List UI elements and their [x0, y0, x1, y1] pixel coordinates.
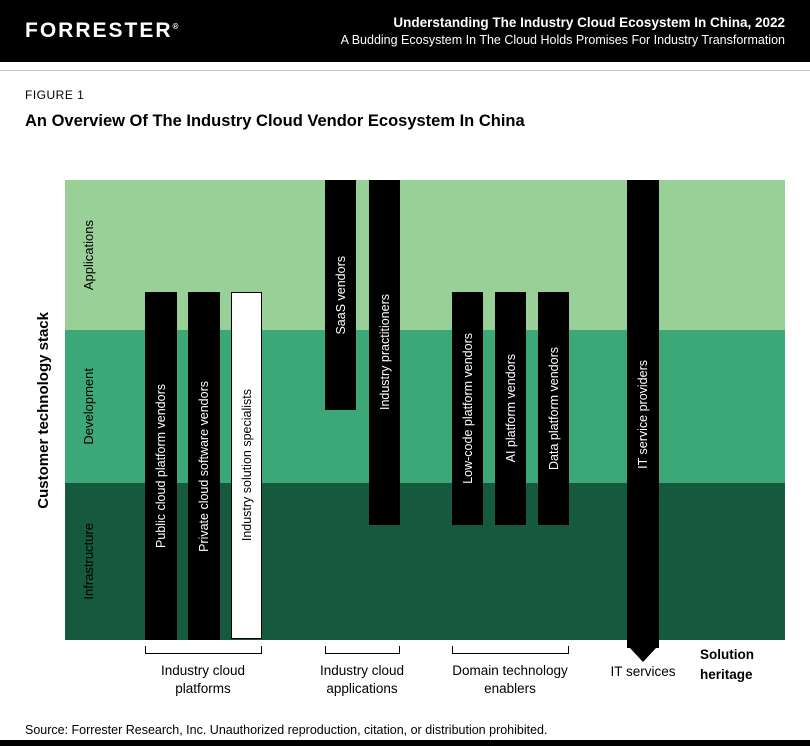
bar-label: Data platform vendors — [546, 347, 561, 470]
bottom-bar — [0, 740, 810, 746]
report-subtitle: A Budding Ecosystem In The Cloud Holds P… — [340, 33, 785, 47]
band-label-development: Development — [76, 330, 100, 483]
bar-private-cloud-software-vendors: Private cloud software vendors — [188, 292, 220, 640]
bar-label: Industry practitioners — [377, 294, 392, 411]
group-label-industry-cloud-applications: Industry cloud applications — [319, 663, 405, 697]
band-label-applications: Applications — [76, 180, 100, 330]
bar-public-cloud-platform-vendors: Public cloud platform vendors — [145, 292, 177, 640]
band-label-infrastructure: Infrastructure — [76, 483, 100, 640]
band-applications — [65, 180, 785, 330]
bar-label: Public cloud platform vendors — [154, 384, 168, 548]
figure-title: An Overview Of The Industry Cloud Vendor… — [25, 112, 525, 130]
bar-industry-solution-specialists: Industry solution specialists — [231, 292, 262, 639]
bar-ai-platform-vendors: AI platform vendors — [495, 292, 526, 525]
stack-diagram — [65, 180, 785, 640]
bar-saas-vendors: SaaS vendors — [325, 180, 356, 410]
figure-label: FIGURE 1 — [25, 88, 85, 102]
bar-low-code-platform-vendors: Low-code platform vendors — [452, 292, 483, 525]
bracket-industry-cloud-applications — [325, 646, 400, 654]
source-note: Source: Forrester Research, Inc. Unautho… — [25, 723, 548, 737]
bar-label: IT service providers — [636, 359, 650, 469]
header-divider — [0, 70, 810, 71]
down-arrow-icon — [630, 648, 656, 662]
band-label-text: Infrastructure — [80, 523, 96, 600]
bracket-domain-technology-enablers — [452, 646, 569, 654]
bar-data-platform-vendors: Data platform vendors — [538, 292, 569, 525]
solution-heritage-label: Solution heritage — [700, 647, 754, 682]
bar-industry-practitioners: Industry practitioners — [369, 180, 400, 525]
registered-trademark-mark: ® — [172, 22, 179, 31]
y-axis-label-text: Customer technology stack — [34, 311, 52, 509]
band-label-text: Applications — [80, 219, 96, 291]
bar-label: AI platform vendors — [503, 354, 518, 463]
it-services-label: IT services — [610, 664, 676, 679]
report-title: Understanding The Industry Cloud Ecosyst… — [393, 15, 785, 30]
band-infrastructure — [65, 483, 785, 640]
bracket-industry-cloud-platforms — [145, 646, 262, 654]
band-label-text: Development — [80, 368, 96, 445]
forrester-logo: FORRESTER® — [25, 19, 178, 43]
group-label-industry-cloud-platforms: Industry cloud platforms — [160, 663, 246, 697]
band-development — [65, 330, 785, 483]
bar-label: SaaS vendors — [333, 255, 348, 335]
y-axis-label: Customer technology stack — [30, 180, 56, 640]
group-label-domain-technology-enablers: Domain technology enablers — [452, 663, 568, 697]
bar-label: Private cloud software vendors — [197, 380, 211, 552]
bar-it-service-providers: IT service providers — [627, 180, 659, 648]
bar-label: Industry solution specialists — [239, 389, 254, 542]
report-header: FORRESTER® Understanding The Industry Cl… — [0, 0, 810, 62]
forrester-logo-text: FORRESTER — [25, 19, 173, 42]
bar-label: Low-code platform vendors — [460, 333, 475, 484]
report-title-block: Understanding The Industry Cloud Ecosyst… — [341, 15, 785, 47]
